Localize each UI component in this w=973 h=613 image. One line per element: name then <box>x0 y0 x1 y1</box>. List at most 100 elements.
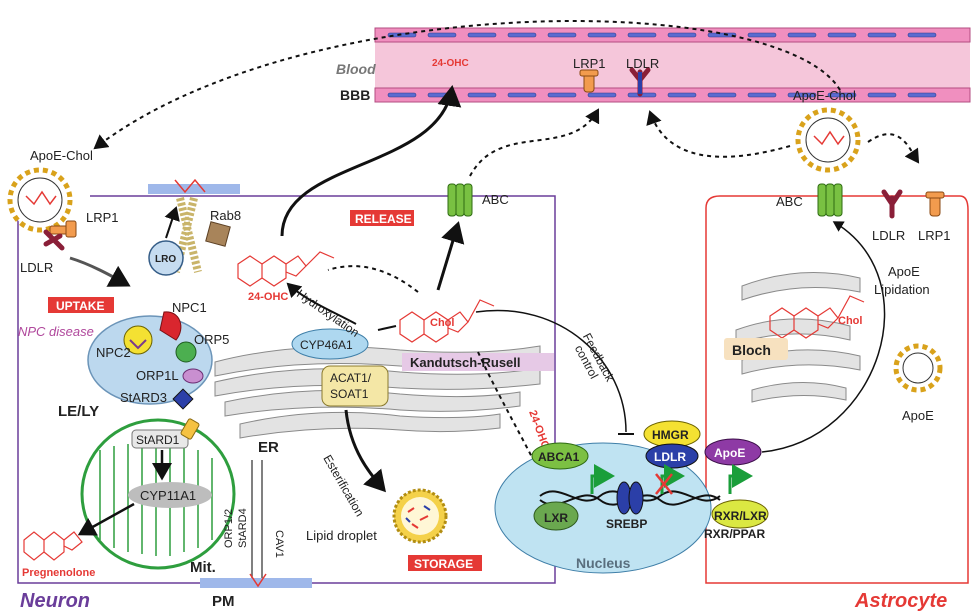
uptake-label: UPTAKE <box>56 299 104 313</box>
rxr-promoter-arrow <box>728 464 753 494</box>
acat1-soat1-box <box>321 365 389 407</box>
endothelial-cells <box>387 32 937 98</box>
lro-vesicle <box>148 240 184 276</box>
blood-label: Blood <box>336 61 376 77</box>
ldlr-nuc-label: LDLR <box>654 450 686 464</box>
apoe-nuc-label: ApoE <box>714 446 745 460</box>
ldlr-bbb-icon <box>629 67 651 97</box>
kandutsch-label: Kandutsch-Rusell <box>410 355 521 370</box>
stard1-icon <box>180 418 200 440</box>
apoe-lipidation-label-1: ApoE <box>888 264 920 279</box>
ldlr-astro-label: LDLR <box>872 228 905 243</box>
npc1-icon <box>159 311 182 341</box>
ohc-neuron-structure <box>237 251 335 287</box>
stard1-box <box>131 429 189 449</box>
abca1-box <box>531 442 589 470</box>
dashed-arrow-astro-down <box>867 133 920 164</box>
rxr-ppar-label: RXR/PPAR <box>704 527 765 541</box>
ohc-blood-label: 24-OHC <box>432 58 469 69</box>
lro-label: LRO <box>155 254 176 265</box>
release-badge <box>350 210 414 226</box>
npc-disease-label: NPC disease <box>18 324 94 339</box>
dashed-chol-to-ohc <box>327 265 419 293</box>
rxr-lxr-box <box>711 499 769 529</box>
chol-astro-label: Chol <box>838 315 862 327</box>
rab8-icon <box>205 221 231 247</box>
kandutsch-box <box>402 353 554 371</box>
orp5-icon <box>175 341 197 363</box>
rxr-lxr-label: RXR/LXR <box>714 509 767 523</box>
orp5-label: ORP5 <box>194 332 229 347</box>
orp1l-icon <box>182 368 204 384</box>
stard3-label: StARD3 <box>120 390 167 405</box>
dashed-arrow-top-arc <box>93 20 841 150</box>
apoe-chol-particle-right <box>795 107 861 173</box>
apoe-chol-right-label: ApoE-Chol <box>793 88 856 103</box>
lely-organelle <box>87 315 213 405</box>
srebp-icon <box>616 481 644 515</box>
lely-label: LE/LY <box>58 403 99 420</box>
pregnenolone-arrow <box>77 502 135 536</box>
chol-neuron-structure <box>399 299 495 343</box>
apoe-lipidation-label-2: Lipidation <box>874 282 930 297</box>
ohc-neuron-label: 24-OHC <box>248 291 288 303</box>
astrocyte-label: Astrocyte <box>854 590 947 612</box>
lipid-droplet-label: Lipid droplet <box>306 528 377 543</box>
soat1-label: SOAT1 <box>330 387 369 401</box>
abc-neuron-icon <box>447 183 473 217</box>
dashed-arrow-abc-to-bbb <box>469 108 600 177</box>
stard1-label: StARD1 <box>136 433 180 447</box>
bbb-label: BBB <box>340 87 370 103</box>
astrocyte-membrane <box>705 195 969 584</box>
orp12-label: ORP1/2 <box>223 509 235 548</box>
bloch-box <box>724 338 788 360</box>
er-stack-astro <box>735 272 861 403</box>
esterification-label: Esterification <box>320 452 366 518</box>
cyp11a1-box <box>128 482 212 508</box>
abc-astro-label: ABC <box>776 194 803 209</box>
lrp1-astro-icon <box>925 191 945 217</box>
abc-astro-icon <box>817 183 843 217</box>
srebp-label: SREBP <box>606 517 647 531</box>
cyp46a1-icon <box>291 328 369 360</box>
bloch-label: Bloch <box>732 342 771 358</box>
apoe-chol-left-label: ApoE-Chol <box>30 148 93 163</box>
ldlr-astro-icon <box>881 189 903 219</box>
uptake-badge <box>48 297 114 313</box>
cyp46a1-label: CYP46A1 <box>300 338 353 352</box>
release-arrow <box>280 85 462 237</box>
apoe-lipidation-arc <box>761 221 886 453</box>
lxr-promoter-arrow <box>590 464 615 494</box>
chol-inhibit-acat <box>377 325 397 331</box>
rab8-filament <box>172 197 202 273</box>
dashed-arrow-astro-to-bbb <box>646 110 791 158</box>
orp1l-label: ORP1L <box>136 368 179 383</box>
storage-badge <box>408 555 482 571</box>
chol-astro-structure <box>769 295 865 339</box>
chol-to-abc-arrow <box>436 221 465 291</box>
ldlr-bbb-label: LDLR <box>626 56 659 71</box>
stard3-icon <box>172 388 194 410</box>
pregnenolone-label: Pregnenolone <box>22 567 95 579</box>
esterification-arrow <box>344 409 386 493</box>
ldlr-left-label: LDLR <box>20 260 53 275</box>
lrp1-bbb-icon <box>579 69 599 93</box>
mit-label: Mit. <box>190 559 216 576</box>
nucleus-label: Nucleus <box>576 555 631 571</box>
cyp11a1-label: CYP11A1 <box>140 488 196 503</box>
pm-membrane-top <box>148 178 240 194</box>
lxr-label: LXR <box>544 511 568 525</box>
acat1-label: ACAT1/ <box>330 371 372 385</box>
release-label: RELEASE <box>355 212 412 226</box>
hmgr-label: HMGR <box>652 428 689 442</box>
ldlr-left-icon <box>43 229 65 251</box>
neuron-label: Neuron <box>20 590 90 612</box>
lro-arrow <box>164 206 180 239</box>
lrp1-left-label: LRP1 <box>86 210 119 225</box>
pregnenolone-structure <box>23 531 83 561</box>
apoe-astro-label: ApoE <box>902 408 934 423</box>
npc1-label: NPC1 <box>172 300 207 315</box>
hydroxylation-arrow <box>286 282 357 325</box>
